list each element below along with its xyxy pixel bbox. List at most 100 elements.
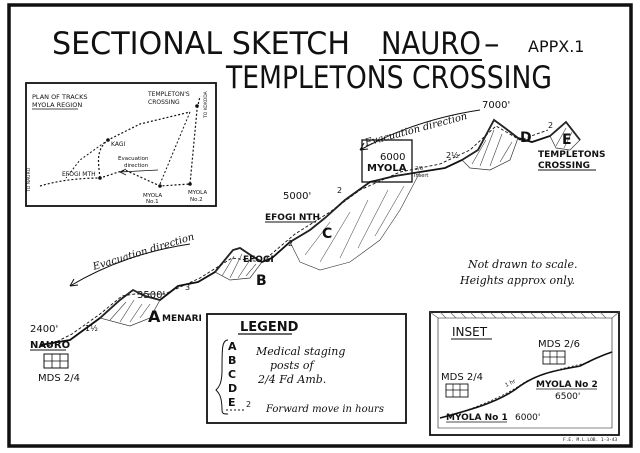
legend-title: LEGEND <box>240 320 299 335</box>
inset-title: INSET <box>452 325 488 339</box>
evac-arrowhead-lower <box>69 278 79 287</box>
legend-text-2: posts of <box>270 359 315 372</box>
plan-node-efogi <box>98 176 102 180</box>
height-menari: 3500' <box>137 290 165 301</box>
forward-move-track <box>47 125 549 347</box>
inset-frame-hatching <box>429 311 620 319</box>
post-C: C <box>322 226 332 242</box>
height-peak: 7000' <box>482 100 510 111</box>
efogi-hill <box>214 247 263 281</box>
legend-text-1: Medical staging <box>255 345 345 358</box>
inset-mds-26-grid <box>542 350 566 365</box>
plan-label-myola2-1: MYOLA <box>188 190 207 196</box>
hours-3: 2 <box>288 239 293 248</box>
legend-forward-text: Forward move in hours <box>265 404 384 415</box>
plan-track-main <box>39 95 201 187</box>
place-nauro: NAURO <box>30 340 70 351</box>
scale-note-1: Not drawn to scale. <box>467 258 577 271</box>
menari-hill <box>99 289 161 327</box>
plan-label-templetons-2: CROSSING <box>148 99 180 106</box>
place-myola: MYOLA <box>367 163 407 174</box>
height-efogi-nth: 5000' <box>283 191 311 202</box>
hours-4: 2 <box>337 186 342 195</box>
plan-of-tracks-box: PLAN OF TRACKS MYOLA REGION TEMPLETON'S … <box>25 82 217 207</box>
inset-mds-26-label: MDS 2/6 <box>538 339 580 350</box>
evac-label-upper: Evacuation direction <box>363 111 469 149</box>
box-note-2: Insert <box>414 173 428 179</box>
plan-node-templetons <box>195 104 199 108</box>
place-efogi-nth: EFOGI NTH <box>265 213 320 223</box>
scale-note-2: Heights approx only. <box>459 274 575 287</box>
legend-box: LEGEND A B C D E Medical staging posts o… <box>206 313 407 424</box>
plan-evac-arrowhead <box>119 168 127 176</box>
legend-letter-E: E <box>228 396 236 409</box>
inset-6500: 6500' <box>555 392 580 402</box>
plan-title-1: PLAN OF TRACKS <box>32 93 87 101</box>
hours-6: 2 <box>548 121 553 130</box>
plan-label-myola1-1: MYOLA <box>143 193 162 199</box>
inset-box: INSET 1 hr MDS 2/4 MDS 2/6 MYOLA No 2 65… <box>429 311 620 436</box>
inset-track-label: 1 hr <box>504 378 517 388</box>
templetons-hatching <box>555 127 573 149</box>
plan-label-to-kokoda: TO KOKODA <box>203 90 209 119</box>
plan-label-to-nauro: TO NAURO <box>26 167 32 193</box>
place-efogi: EFOGI <box>243 255 274 265</box>
inset-ridge-line <box>439 351 613 419</box>
outer-border <box>7 3 633 448</box>
myola-inset-marker <box>361 139 413 183</box>
plan-track-cross <box>159 111 191 185</box>
plan-label-evac-1: Evacuation <box>118 156 149 162</box>
plan-evac-arrow <box>119 169 159 173</box>
plan-label-evac-2: direction <box>124 163 149 169</box>
profile-terrain <box>39 118 581 347</box>
inset-myola1-label: MYOLA No 1 <box>446 413 508 423</box>
post-E: E <box>562 132 572 148</box>
title-line2: TEMPLETONS CROSSING <box>225 60 552 96</box>
inset-myola2-label: MYOLA No 2 <box>536 380 598 390</box>
plan-node-myola2 <box>188 182 192 186</box>
evac-arrow-lower <box>69 243 191 287</box>
hours-1: 1½ <box>85 324 98 333</box>
plan-track-spur <box>65 139 109 179</box>
legend-frame <box>206 313 407 424</box>
mds-label-nauro: MDS 2/4 <box>38 373 80 384</box>
plan-frame <box>25 82 217 207</box>
inset-mds-24-grid <box>445 383 469 398</box>
title-dash: – <box>484 26 500 62</box>
inset-inner-frame <box>437 317 613 429</box>
plan-label-efogi: EFOGI MTH <box>62 171 96 178</box>
legend-letter-B: B <box>228 354 236 367</box>
height-myola: 6000 <box>380 152 405 163</box>
legend-letter-A: A <box>228 340 237 353</box>
evac-arrow-upper <box>359 109 481 151</box>
hours-2: 3 <box>185 283 190 292</box>
myola-slope-hatching <box>304 185 405 263</box>
post-B: B <box>256 273 267 289</box>
legend-brace <box>215 339 229 415</box>
templetons-hill <box>549 121 581 151</box>
place-labels: 2400' NAURO 1½ 3500' A MENARI 3 EFOGI B … <box>30 100 606 351</box>
evac-label-lower: Evacuation direction <box>91 232 196 274</box>
legend-letter-D: D <box>228 382 237 395</box>
plan-title-2: MYOLA REGION <box>32 101 82 109</box>
inset-6000: 6000' <box>515 413 540 423</box>
myola-slope <box>289 171 421 271</box>
title-nauro: NAURO <box>381 26 481 62</box>
plan-label-myola2-2: No.2 <box>190 197 203 203</box>
inset-track <box>449 361 591 417</box>
place-menari: MENARI <box>162 314 202 324</box>
inset-frame <box>429 311 620 436</box>
title-line1: SECTIONAL SKETCH <box>52 26 350 62</box>
legend-arrow-number: 2 <box>246 400 251 409</box>
draftsman-credit: F.E. M.L.LOB. 1-3-43 <box>563 437 617 443</box>
height-nauro: 2400' <box>30 324 58 335</box>
peak-hill <box>461 119 519 171</box>
plan-node-myola1 <box>158 184 162 188</box>
mds-symbol-nauro: MDS 2/4 <box>38 353 80 384</box>
place-templetons-2: CROSSING <box>538 161 590 171</box>
menari-hatching <box>109 299 151 323</box>
legend-text-3: 2/4 Fd Amb. <box>257 373 326 386</box>
plan-node-kagi <box>106 138 110 142</box>
